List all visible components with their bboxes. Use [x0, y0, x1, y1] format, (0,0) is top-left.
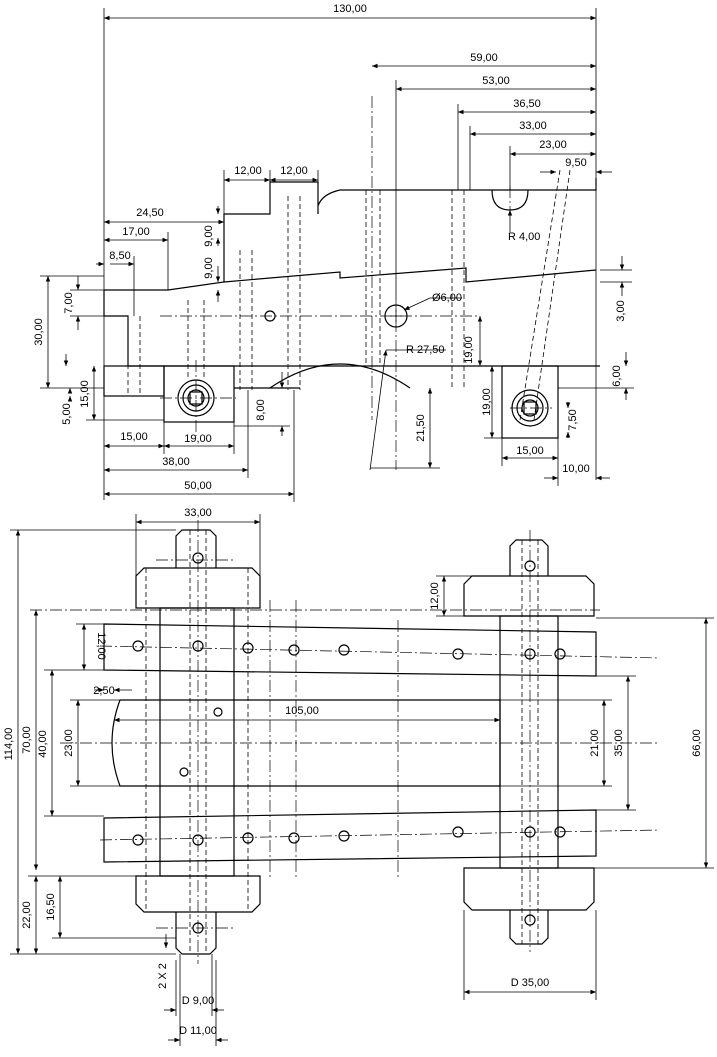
dim-12-a: 12,00 [234, 165, 262, 177]
dim-17: 17,00 [122, 226, 150, 238]
dim-15-v: 15,00 [79, 380, 91, 408]
dim-9-b: 9,00 [203, 257, 215, 278]
right-wheel-bottom [463, 867, 595, 911]
dim-105: 105,00 [285, 705, 319, 717]
dim-r4: R 4,00 [508, 231, 540, 243]
dim-21: 21,00 [589, 729, 601, 757]
middle-plate [111, 699, 501, 787]
left-axle-top [175, 529, 217, 568]
left-bearing-block [163, 365, 235, 423]
left-block [103, 365, 165, 397]
dim-3: 3,00 [615, 300, 627, 321]
dim-22: 22,00 [21, 901, 33, 929]
front-view: 130,00 59,00 53,00 36,50 33,00 23,00 9,5… [33, 3, 634, 502]
dim-23-top: 23,00 [63, 729, 75, 757]
dim-d35: D 35,00 [511, 977, 550, 989]
dim-19-h: 19,00 [184, 433, 212, 445]
dim-36-50: 36,50 [513, 98, 541, 110]
dim-66: 66,00 [691, 729, 703, 757]
dim-70: 70,00 [21, 726, 33, 754]
plate-hole-b [179, 767, 189, 777]
front-body-lower-edge [103, 290, 600, 367]
dim-8-50: 8,50 [109, 250, 130, 262]
dim-7: 7,00 [63, 292, 75, 313]
dim-19-v2: 19,00 [481, 388, 493, 416]
dim-6: 6,00 [611, 365, 623, 386]
dim-33: 33,00 [519, 120, 547, 132]
dim-59: 59,00 [470, 52, 498, 64]
dim-53: 53,00 [482, 75, 510, 87]
dim-33-top: 33,00 [184, 507, 212, 519]
left-wheel-bottom [135, 875, 261, 913]
dim-19-v: 19,00 [463, 336, 475, 364]
dim-12-b: 12,00 [280, 165, 308, 177]
dim-12-d: 12,00 [429, 582, 441, 610]
dim-8: 8,00 [255, 399, 267, 420]
left-axle-bottom [175, 912, 217, 955]
dim-130: 130,00 [333, 3, 367, 15]
lower-beam [103, 809, 597, 863]
top-view: 33,00 114,00 70,00 40,00 12,00 2,50 23,0… [3, 507, 714, 1046]
dim-23: 23,00 [539, 139, 567, 151]
dim-phi6: Ø6,00 [432, 292, 462, 304]
dim-10: 10,00 [562, 463, 590, 475]
dim-15-h: 15,00 [120, 431, 148, 443]
dim-16-50: 16,50 [45, 893, 57, 921]
dim-12-c: 12,00 [95, 632, 107, 660]
dim-2x2: 2 X 2 [157, 963, 169, 989]
left-shaft [159, 607, 235, 877]
dim-35: 35,00 [613, 729, 625, 757]
dim-d11: D 11,00 [179, 1025, 217, 1037]
dim-7-50: 7,50 [567, 409, 579, 430]
dim-r27-50: R 27,50 [406, 344, 445, 356]
plate-hole-a [213, 707, 223, 717]
arc-r27-5 [269, 363, 411, 389]
right-shaft [499, 615, 559, 869]
dim-2-50: 2,50 [93, 685, 114, 697]
dim-d9: D 9,00 [182, 995, 214, 1007]
dim-30: 30,00 [33, 318, 45, 346]
dim-40: 40,00 [37, 730, 49, 758]
dim-38: 38,00 [162, 456, 190, 468]
dim-50: 50,00 [184, 480, 212, 492]
dim-9-50: 9,50 [565, 157, 586, 169]
dim-5: 5,00 [61, 403, 73, 424]
right-axle-bottom [509, 910, 549, 945]
dim-21-50: 21,50 [415, 414, 427, 442]
dim-24-50: 24,50 [136, 207, 164, 219]
dim-114: 114,00 [3, 728, 15, 761]
front-body-outline [104, 178, 597, 291]
right-bearing-block [501, 365, 559, 439]
right-axle-top [509, 539, 549, 576]
dim-9-a: 9,00 [203, 225, 215, 246]
dim-15-r: 15,00 [516, 445, 544, 457]
